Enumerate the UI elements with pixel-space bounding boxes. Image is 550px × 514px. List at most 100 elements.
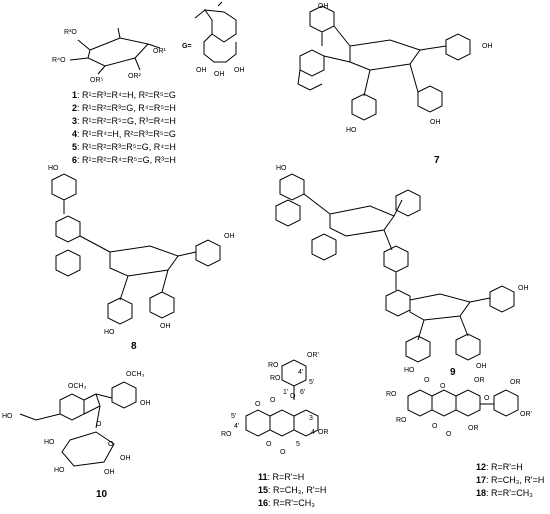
compound-number: 4	[72, 129, 77, 139]
atom-or: OR	[510, 379, 521, 386]
compound-number: 18	[476, 488, 486, 498]
legend-row: 12: R=R'=H	[476, 462, 523, 472]
compound-number: 11	[258, 472, 268, 482]
atom-oh: OH	[476, 363, 487, 370]
compound-number: 6	[72, 155, 77, 165]
position-1p: 1'	[283, 389, 288, 396]
compound-8-structure: HO OH HO OH 8	[48, 165, 235, 352]
compound-number: 5	[72, 142, 77, 152]
substituent-text: : R=CH₃, R'=H	[268, 485, 326, 495]
atom-or: OR	[318, 429, 329, 436]
legend-row: 4: R¹=R⁴=H, R²=R³=R⁵=G	[72, 129, 176, 139]
atom-o: O	[255, 401, 261, 408]
substituent-text: : R=R'=H	[486, 462, 523, 472]
atom-oh: OH	[140, 400, 151, 407]
atom-o: O	[290, 393, 296, 400]
atom-oh: OH	[482, 43, 493, 50]
compound-number: 15	[258, 485, 268, 495]
atom-r4o: R⁴O	[52, 57, 66, 64]
position-4: 4	[311, 429, 315, 436]
legend-row: 1: R¹=R³=R⁴=H, R²=R⁵=G	[72, 90, 176, 100]
substituent-text: : R¹=R²=R⁵=G, R³=R⁴=H	[77, 116, 176, 126]
position-5: 5	[296, 441, 300, 448]
atom-oh: OH	[214, 71, 225, 78]
substituent-text: : R¹=R⁴=H, R²=R³=R⁵=G	[77, 129, 176, 139]
atom-o: O	[280, 449, 286, 456]
galloyl-label: G=	[182, 43, 192, 50]
position-5p: 5'	[309, 379, 314, 386]
legend-row: 17: R=CH₃, R'=H	[476, 475, 544, 485]
compound-7-label: 7	[434, 155, 440, 166]
atom-oh: OH	[224, 233, 235, 240]
atom-or2: OR²	[128, 73, 142, 80]
compound-9-label: 9	[450, 367, 456, 378]
atom-or1: OR¹	[153, 48, 167, 55]
atom-o: O	[440, 383, 446, 390]
atom-or-prime: OR'	[307, 352, 319, 359]
compound-8-label: 8	[131, 341, 137, 352]
atom-ro: RO	[268, 362, 279, 369]
atom-o: O	[266, 441, 272, 448]
atom-or: OR	[474, 377, 485, 384]
substituent-text: : R=R'=CH₃	[486, 488, 533, 498]
glucose-gallate-structure: R³O R⁴O OR¹ OR² OR⁵ G= OH OH OH	[52, 1, 245, 84]
atom-ho: HO	[44, 439, 55, 446]
substituent-text: : R=CH₃, R'=H	[486, 475, 544, 485]
compound-10-structure: OCH₃ OCH₃ HO OH O O HO HO OH OH 10	[2, 371, 151, 500]
compound-number: 16	[258, 498, 268, 508]
atom-oh: HO	[404, 367, 415, 374]
legend-row: 11: R=R'=H	[258, 472, 304, 482]
atom-oh: HO	[276, 165, 287, 172]
atom-or5: OR⁵	[90, 77, 104, 84]
atom-oh: OH	[518, 285, 529, 292]
substituent-text: : R¹=R³=R⁴=H, R²=R⁵=G	[77, 90, 176, 100]
atom-oh: OH	[104, 469, 115, 476]
position-6p: 6'	[300, 389, 305, 396]
position-4p: 4'	[234, 423, 239, 430]
atom-oh: OH	[318, 3, 329, 10]
compound-number: 2	[72, 103, 77, 113]
compound-number: 1	[72, 90, 77, 100]
atom-oh: HO	[48, 165, 59, 172]
atom-o: O	[270, 397, 276, 404]
atom-oh: OH	[234, 67, 245, 74]
atom-oh: HO	[346, 127, 357, 134]
legend-row: 5: R¹=R²=R³=R⁵=G, R⁴=H	[72, 142, 176, 152]
legend-row: 6: R¹=R²=R⁴=R⁵=G, R³=H	[72, 155, 176, 165]
atom-o: O	[424, 377, 430, 384]
ellagic-series-b-structure: RO RO OR OR OR OR' O O O O O 12: R=R'=H …	[386, 377, 544, 498]
position-4p: 4'	[298, 369, 303, 376]
compound-7-structure: OH OH OH HO 7	[297, 3, 493, 166]
compound-number: 3	[72, 116, 77, 126]
legend-row: 16: R=R'=CH₃	[258, 498, 315, 508]
atom-oh: OH	[196, 67, 207, 74]
substituent-text: : R¹=R²=R⁴=R⁵=G, R³=H	[77, 155, 176, 165]
atom-ro: RO	[221, 431, 232, 438]
atom-o: O	[108, 441, 114, 448]
legend-row: 15: R=CH₃, R'=H	[258, 485, 326, 495]
legend-series-1-6: 1: R¹=R³=R⁴=H, R²=R⁵=G 2: R¹=R²=R³=G, R⁴…	[72, 90, 176, 165]
atom-oh: OH	[160, 323, 171, 330]
legend-row: 3: R¹=R²=R⁵=G, R³=R⁴=H	[72, 116, 176, 126]
atom-r3o: R³O	[64, 29, 77, 36]
substituent-text: : R¹=R²=R³=R⁵=G, R⁴=H	[77, 142, 176, 152]
atom-och3: OCH₃	[126, 371, 145, 378]
atom-o: O	[432, 423, 438, 430]
atom-ho: HO	[54, 467, 65, 474]
compound-number: 17	[476, 475, 486, 485]
position-5p: 5'	[231, 413, 236, 420]
atom-ro: RO	[396, 417, 407, 424]
atom-o: O	[446, 431, 452, 438]
compound-10-label: 10	[96, 489, 108, 500]
atom-o: O	[484, 395, 490, 402]
atom-oh: OH	[120, 455, 131, 462]
ellagic-series-a-structure: RO OR' RO OR RO 4' 5' 6' 1' 3 4 5 5' 4' …	[221, 352, 329, 508]
atom-oh: OH	[430, 119, 441, 126]
atom-och3: OCH₃	[68, 383, 87, 390]
atom-or: OR	[468, 425, 479, 432]
atom-ro: RO	[270, 375, 281, 382]
compound-9-structure: HO OH HO OH 9	[275, 165, 529, 378]
position-3: 3	[309, 415, 313, 422]
atom-ho: HO	[2, 413, 13, 420]
